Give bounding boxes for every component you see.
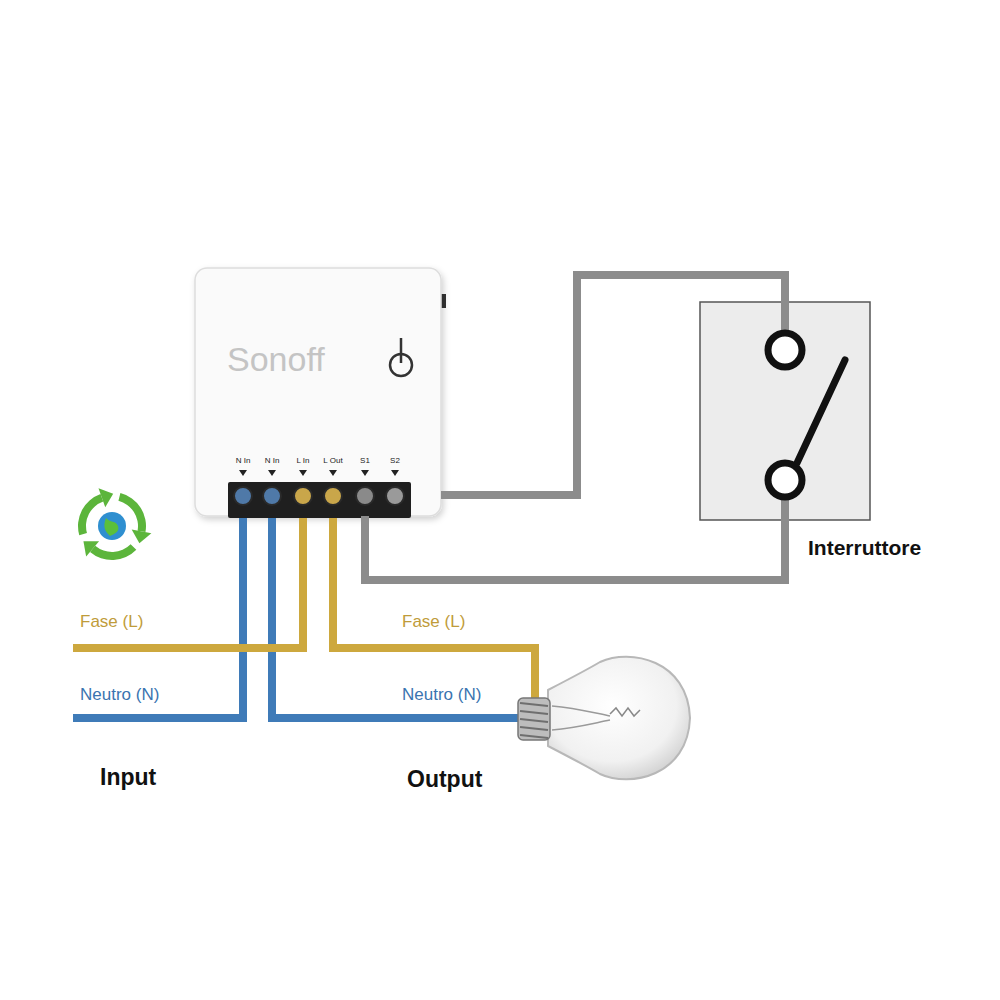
switch-symbol [768, 302, 845, 520]
section-label: Output [407, 766, 482, 792]
terminal-arrows [239, 470, 399, 476]
terminal-label: S2 [390, 456, 400, 465]
module-body [195, 268, 441, 516]
wire-label: Fase (L) [80, 612, 143, 632]
terminal-screws [234, 487, 404, 505]
neutral-wires [73, 500, 520, 718]
terminal-label: L Out [323, 456, 342, 465]
light-bulb [518, 657, 690, 780]
button-icon [390, 338, 412, 376]
terminal-label: N In [236, 456, 251, 465]
brand-logo: Sonoff [227, 340, 325, 379]
wire-label: Fase (L) [402, 612, 465, 632]
terminal-label: L In [296, 456, 309, 465]
switch-wire [365, 516, 785, 580]
relay-module: Sonoff [195, 268, 441, 516]
recycle-icon [78, 488, 151, 560]
section-label: Input [100, 764, 156, 790]
wall-switch: Interruttore [700, 302, 870, 520]
switch-label: Interruttore [808, 536, 921, 560]
wire-label: Neutro (N) [402, 685, 481, 705]
terminal-block [228, 482, 411, 518]
switch-wire [441, 275, 785, 495]
terminal-label: N In [265, 456, 280, 465]
switch-housing [700, 302, 870, 520]
terminal-label: S1 [360, 456, 370, 465]
wire-label: Neutro (N) [80, 685, 159, 705]
